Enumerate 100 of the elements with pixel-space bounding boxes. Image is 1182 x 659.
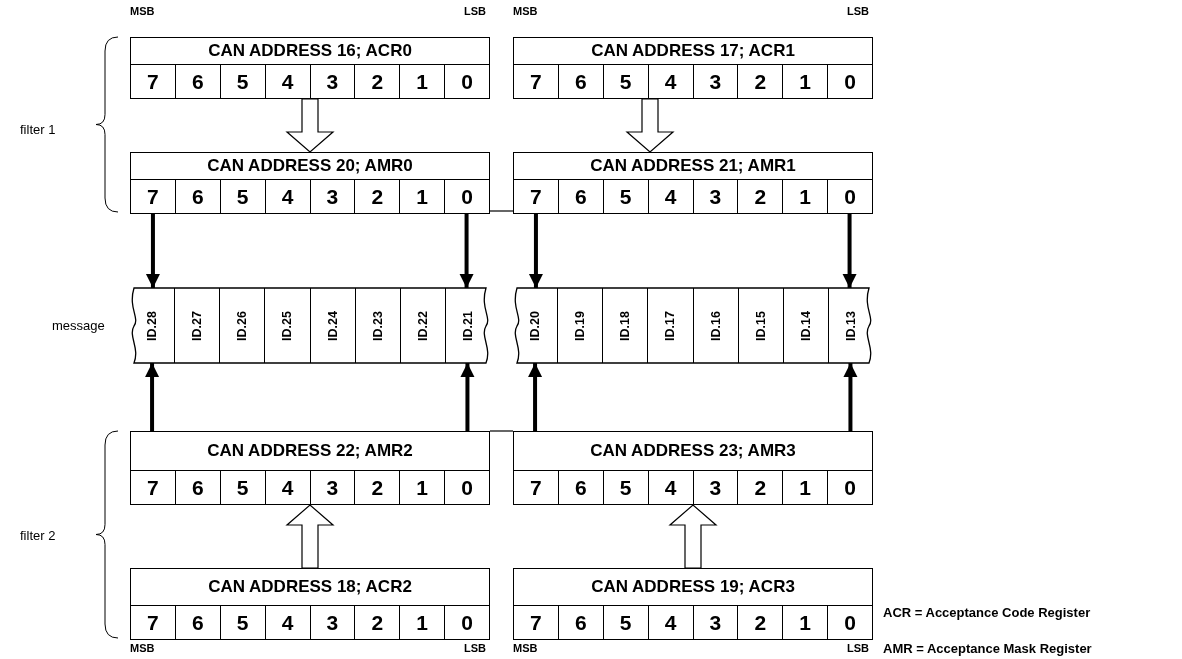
bit-field: 6 [174, 471, 220, 504]
bit-field: 2 [354, 180, 400, 213]
bit-field: 4 [647, 180, 693, 213]
arrow [459, 213, 474, 288]
bit-order-label: MSB [513, 5, 538, 17]
bit-field: 4 [647, 471, 693, 504]
bit-field: 1 [782, 606, 828, 639]
bit-field: 0 [444, 180, 489, 213]
hollow-arrow [625, 98, 675, 153]
hollow-arrow [285, 98, 335, 153]
arrow [528, 213, 543, 288]
arrow [843, 363, 858, 431]
bit-field: 2 [354, 606, 400, 639]
bit-field: 3 [692, 606, 738, 639]
id-label: ID.24 [325, 310, 340, 341]
id-label: ID.21 [460, 310, 475, 341]
bit-order-label: LSB [464, 5, 486, 17]
bit-field: 3 [692, 180, 738, 213]
register [513, 431, 873, 505]
text-label: message [52, 318, 105, 333]
register-title: CAN ADDRESS 23; AMR3 [514, 432, 872, 471]
bit-order-label: MSB [513, 642, 538, 654]
bit-field: 6 [174, 606, 220, 639]
register-title: CAN ADDRESS 20; AMR0 [131, 153, 489, 180]
arrow [460, 363, 475, 431]
bit-field: 7 [514, 471, 558, 504]
register [130, 37, 490, 99]
register-title: CAN ADDRESS 22; AMR2 [131, 432, 489, 471]
bit-field: 7 [514, 606, 558, 639]
bit-field: 4 [264, 471, 310, 504]
bit-field: 5 [219, 606, 265, 639]
text-label: AMR = Acceptance Mask Register [883, 641, 1092, 656]
bit-field: 3 [309, 65, 355, 98]
arrow [145, 363, 160, 431]
id-label: ID.26 [235, 310, 250, 341]
bit-order-label: MSB [130, 5, 155, 17]
bit-field: 0 [827, 471, 872, 504]
bit-field: 3 [309, 606, 355, 639]
register [513, 152, 873, 214]
bit-field: 5 [219, 65, 265, 98]
bit-field: 1 [399, 65, 445, 98]
register-title: CAN ADDRESS 16; ACR0 [131, 38, 489, 65]
hollow-arrow [285, 504, 335, 569]
hollow-arrow [668, 504, 718, 569]
id-label: ID.28 [145, 310, 160, 341]
bit-field: 4 [647, 606, 693, 639]
register [130, 431, 490, 505]
bit-field: 7 [514, 65, 558, 98]
bit-field: 2 [737, 606, 783, 639]
bit-field: 0 [827, 606, 872, 639]
bit-field: 0 [827, 65, 872, 98]
bit-order-label: LSB [847, 642, 869, 654]
bit-field: 7 [514, 180, 558, 213]
bit-field: 7 [131, 65, 175, 98]
bit-field: 3 [309, 471, 355, 504]
id-label: ID.19 [573, 310, 588, 341]
bit-field: 7 [131, 471, 175, 504]
id-label: ID.15 [753, 310, 768, 341]
bit-field: 3 [309, 180, 355, 213]
bit-field: 1 [399, 471, 445, 504]
register [130, 568, 490, 640]
register-title: CAN ADDRESS 21; AMR1 [514, 153, 872, 180]
register [130, 152, 490, 214]
bit-field: 6 [557, 180, 603, 213]
id-label: ID.23 [370, 310, 385, 341]
id-label: ID.25 [280, 310, 295, 341]
bit-field: 1 [782, 180, 828, 213]
bit-field: 4 [647, 65, 693, 98]
bit-field: 2 [354, 471, 400, 504]
text-label: filter 2 [20, 528, 56, 543]
text-label: filter 1 [20, 122, 56, 137]
bit-field: 2 [737, 471, 783, 504]
id-label: ID.27 [190, 310, 205, 341]
bit-field: 5 [602, 180, 648, 213]
bit-field: 6 [174, 180, 220, 213]
id-label: ID.14 [798, 310, 813, 341]
bit-field: 4 [264, 180, 310, 213]
bit-field: 4 [264, 65, 310, 98]
bit-field: 0 [444, 606, 489, 639]
bit-field: 4 [264, 606, 310, 639]
text-label: ACR = Acceptance Code Register [883, 605, 1091, 620]
arrow [842, 213, 857, 288]
bit-field: 7 [131, 180, 175, 213]
bit-field: 1 [782, 471, 828, 504]
bit-field: 5 [602, 606, 648, 639]
register-title: CAN ADDRESS 19; ACR3 [514, 569, 872, 606]
bit-field: 2 [737, 180, 783, 213]
bit-field: 1 [399, 180, 445, 213]
register-title: CAN ADDRESS 18; ACR2 [131, 569, 489, 606]
bit-field: 6 [557, 471, 603, 504]
bit-field: 0 [827, 180, 872, 213]
arrow [528, 363, 543, 431]
bit-order-label: LSB [847, 5, 869, 17]
bit-order-label: LSB [464, 642, 486, 654]
id-label: ID.17 [663, 310, 678, 341]
message-frame [513, 288, 873, 363]
bit-field: 2 [737, 65, 783, 98]
message-frame [130, 288, 490, 363]
id-label: ID.13 [843, 310, 858, 341]
bit-field: 2 [354, 65, 400, 98]
